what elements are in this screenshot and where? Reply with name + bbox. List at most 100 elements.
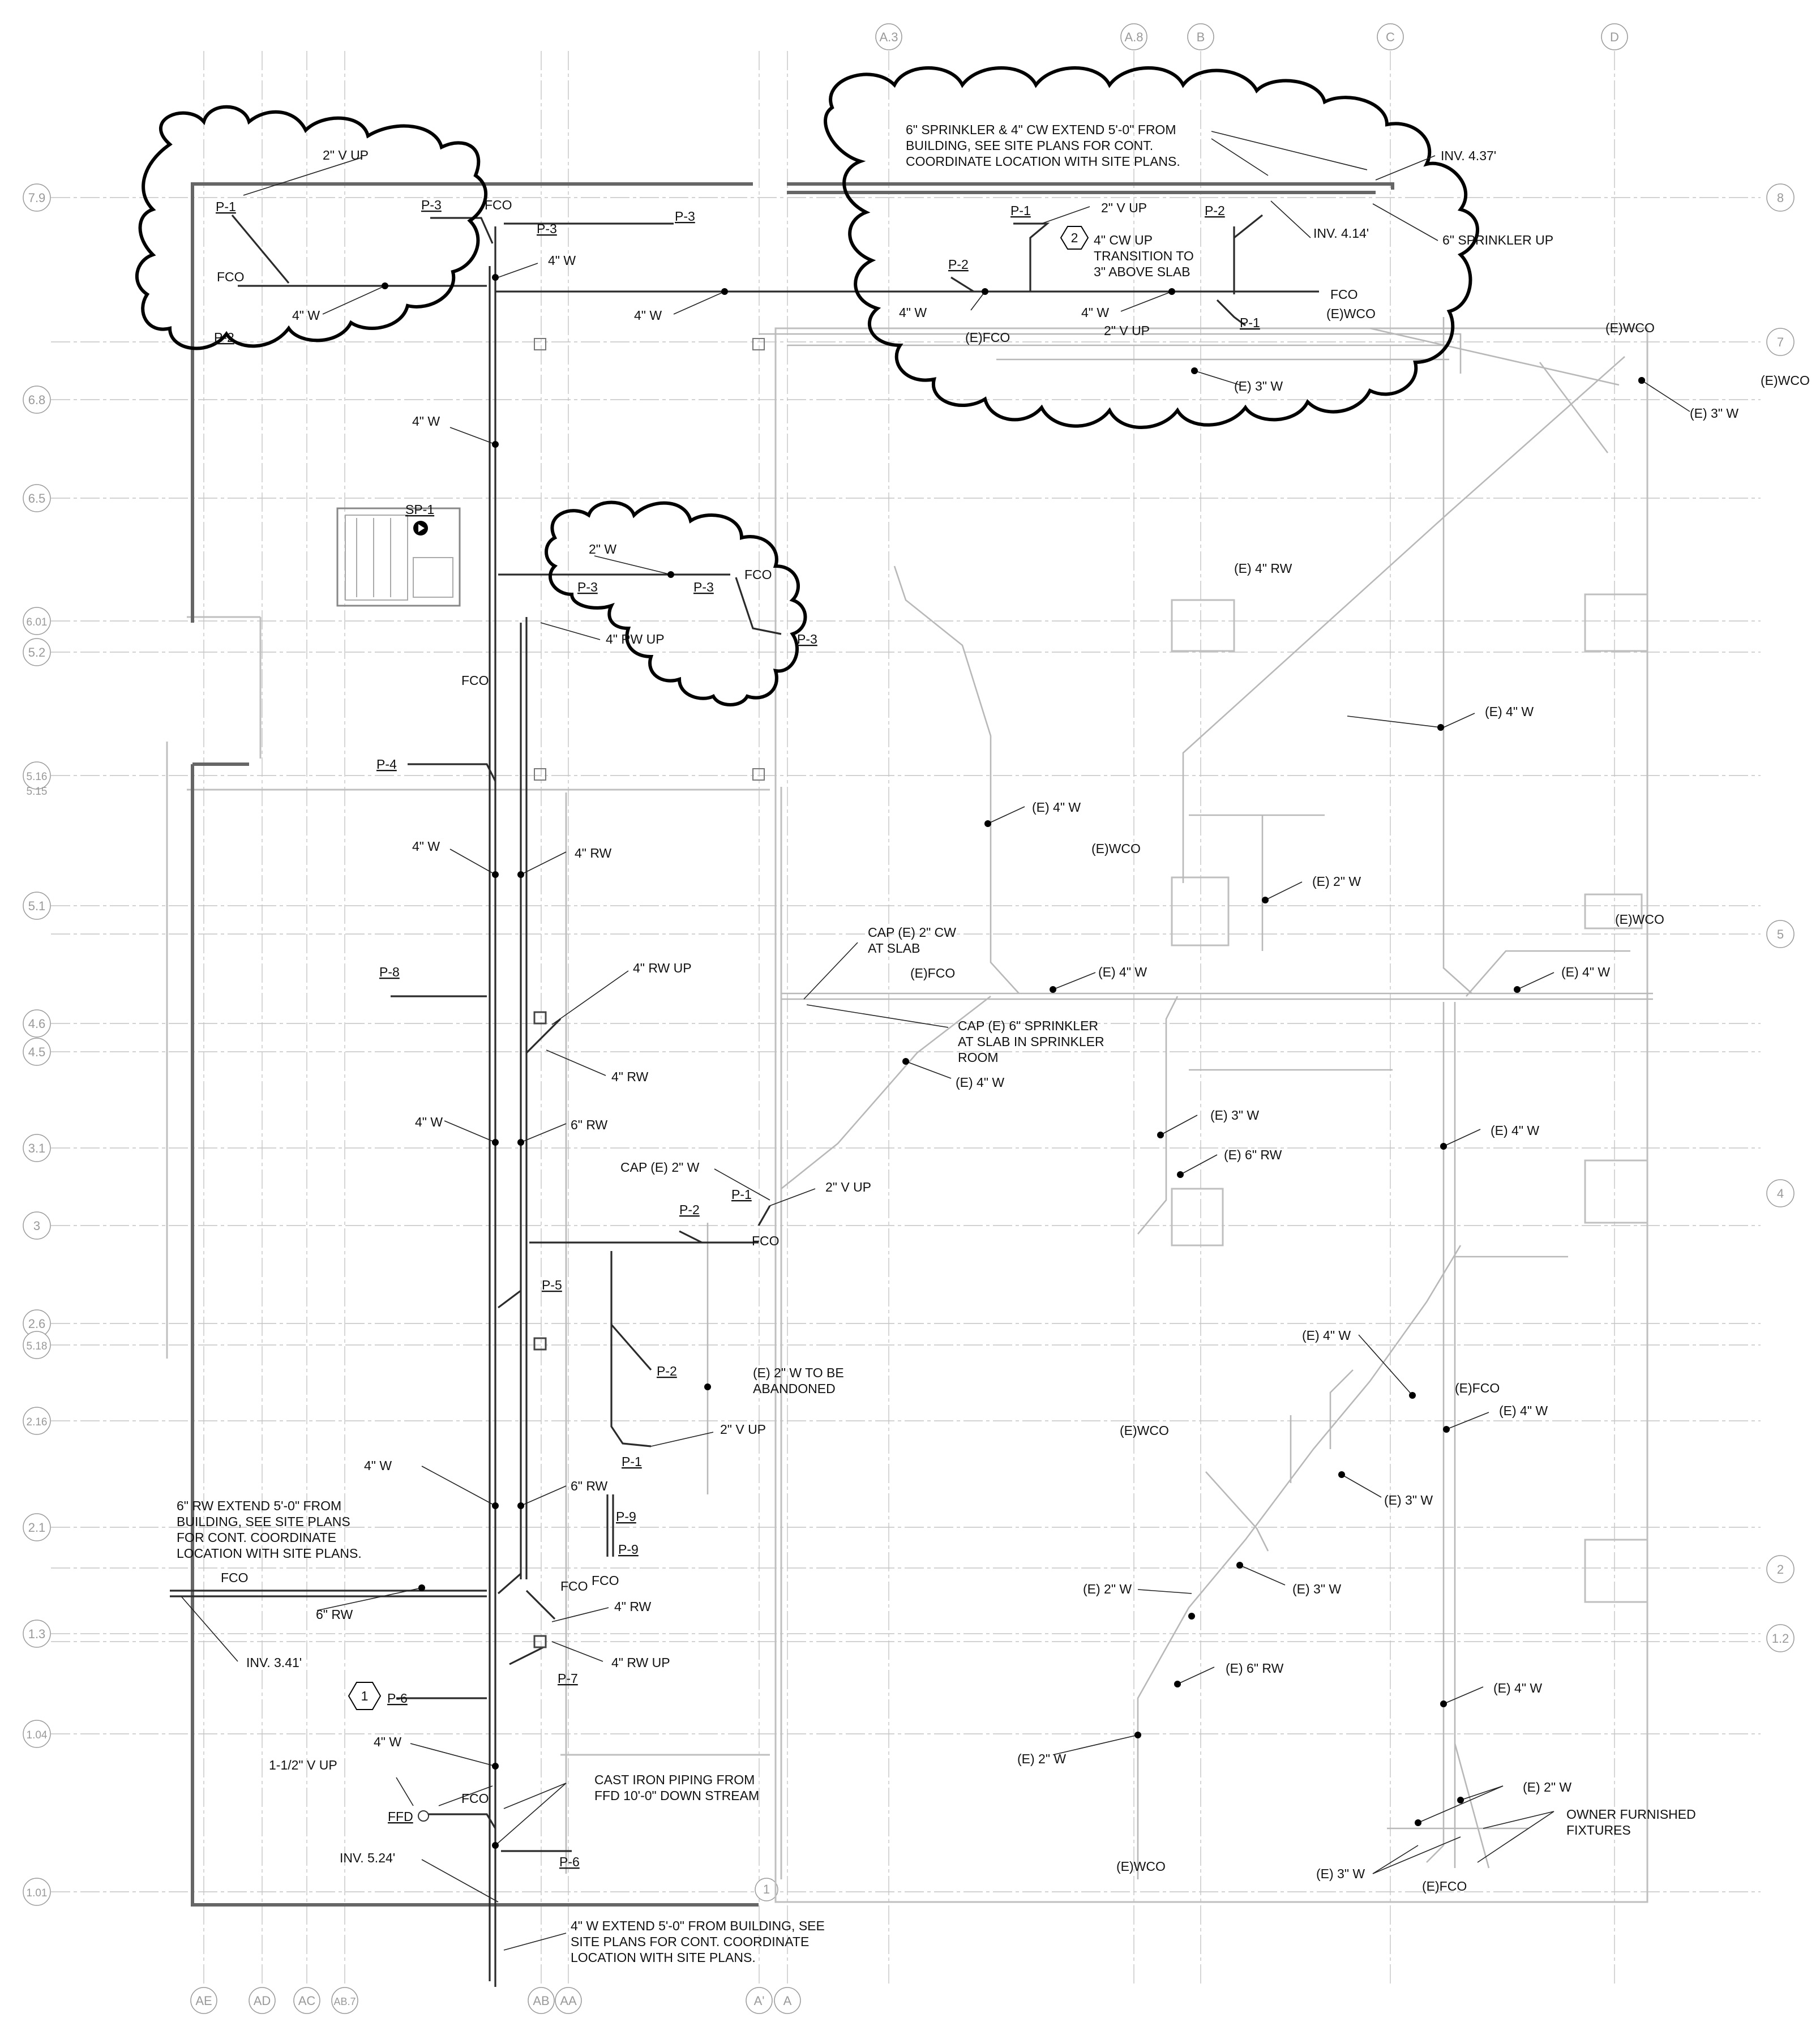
label-w4-top-left: 4" W: [292, 308, 320, 323]
label-p6-a: P-6: [387, 1691, 408, 1706]
note-w-line3: LOCATION WITH SITE PLANS.: [571, 1950, 756, 1965]
label-vup-tr2: 2" V UP: [1104, 323, 1150, 338]
grid-bubbles-top: A.3 A.8 B C D: [875, 23, 1628, 50]
label-p4: P-4: [376, 757, 397, 772]
labels: 2" V UP P-1 FCO 4" W P-2 P-3 FCO P-3 P-3…: [177, 122, 1810, 1965]
label-ew4-g: (E) 4" W: [1302, 1328, 1351, 1343]
grid-label-a-prime: A': [754, 1994, 765, 2008]
label-ewco-right1: (E)WCO: [1605, 320, 1655, 335]
label-cwup-3: 3" ABOVE SLAB: [1094, 264, 1191, 279]
grid-label-aa: AA: [560, 1994, 577, 2008]
row-label-6-8: 6.8: [28, 393, 46, 407]
note-rw-line3: FOR CONT. COORDINATE: [177, 1530, 336, 1545]
label-rw4-low: 4" RW: [614, 1599, 652, 1614]
label-p2-mid: P-2: [679, 1202, 700, 1217]
label-p1-tr2: P-1: [1240, 315, 1260, 330]
row-label-1-2: 1.2: [1772, 1631, 1789, 1646]
label-cwup-2: TRANSITION TO: [1094, 249, 1194, 263]
label-rw6-mid: 6" RW: [571, 1117, 608, 1132]
new-piping: [170, 214, 1319, 1987]
label-ew3-e: (E) 3" W: [1316, 1866, 1365, 1881]
existing-piping: [706, 317, 1653, 1879]
label-p5: P-5: [542, 1278, 562, 1292]
label-vup-mid2: 2" V UP: [720, 1422, 766, 1437]
row-label-8: 8: [1777, 191, 1784, 205]
grid-label-ac: AC: [298, 1994, 316, 2008]
label-rwup-sp: 4" RW UP: [606, 632, 665, 646]
note-rw-line2: BUILDING, SEE SITE PLANS: [177, 1514, 350, 1529]
row-label-3-1: 3.1: [28, 1141, 46, 1155]
label-erw6-b: (E) 6" RW: [1226, 1661, 1284, 1676]
row-label-2: 2: [1777, 1562, 1784, 1577]
existing-building: [166, 327, 1648, 1903]
row-label-1-3: 1.3: [28, 1627, 46, 1641]
label-p9-a: P-9: [616, 1509, 636, 1524]
label-p2-tr: P-2: [1205, 203, 1225, 218]
label-w4-a: 4" W: [548, 253, 576, 268]
label-sp1: SP-1: [405, 502, 434, 517]
label-ew2-b: (E) 2" W: [1083, 1582, 1132, 1596]
label-ffd: FFD: [388, 1809, 413, 1824]
row-label-3: 3: [33, 1219, 40, 1233]
row-label-6-01: 6.01: [27, 616, 48, 628]
ffd-drain-icon: [418, 1810, 429, 1822]
label-fco-top-left: FCO: [217, 269, 245, 284]
row-label-5-1: 5.1: [28, 899, 46, 913]
leaders: [181, 131, 1690, 1951]
label-inv-524: INV. 5.24': [340, 1850, 395, 1865]
grid-bubbles-bottom: AE AD AC AB.7 AB AA A' A: [190, 1987, 801, 2014]
label-ewco-low: (E)WCO: [1120, 1423, 1169, 1438]
grid-label-a: A: [783, 1994, 792, 2008]
row-label-4: 4: [1777, 1186, 1784, 1201]
label-fco-rw: FCO: [221, 1570, 249, 1585]
keynote-1: 1: [348, 1682, 382, 1710]
note-top-line2: BUILDING, SEE SITE PLANS FOR CONT.: [906, 138, 1153, 153]
label-w4-low: 4" W: [374, 1734, 401, 1749]
label-w4-tr2: 4" W: [1081, 305, 1109, 320]
label-p2-mid2: P-2: [657, 1364, 677, 1378]
note-top-line1: 6" SPRINKLER & 4" CW EXTEND 5'-0" FROM: [906, 122, 1176, 137]
label-efco-bottom: (E)FCO: [1422, 1879, 1467, 1894]
label-vup-15: 1-1/2" V UP: [269, 1758, 337, 1772]
row-label-5: 5: [1777, 927, 1784, 941]
label-ew4-d: (E) 4" W: [1561, 965, 1610, 979]
label-ew3-b: (E) 3" W: [1210, 1108, 1259, 1123]
label-p1-top-left: P-1: [216, 199, 236, 214]
label-vup-top-left: 2" V UP: [323, 148, 369, 162]
label-fco-tr: FCO: [1330, 287, 1358, 302]
label-fco-rw3: FCO: [592, 1573, 619, 1588]
label-erw6-a: (E) 6" RW: [1224, 1147, 1282, 1162]
label-rw4-mid2: 4" RW: [611, 1069, 649, 1084]
grid-label-ad: AD: [254, 1994, 271, 2008]
note-rw-line1: 6" RW EXTEND 5'-0" FROM: [177, 1498, 341, 1513]
grid-bubbles-right: 8 7 5 4 2 1.2 1: [755, 183, 1795, 1901]
note-rw-line4: LOCATION WITH SITE PLANS.: [177, 1546, 362, 1561]
grid-label-ae: AE: [195, 1994, 212, 2008]
label-ewco-bottom: (E)WCO: [1116, 1859, 1166, 1874]
note-w-line1: 4" W EXTEND 5'-0" FROM BUILDING, SEE: [571, 1918, 825, 1933]
label-rw6-mid2: 6" RW: [571, 1479, 608, 1493]
note-cap-spr-2: AT SLAB IN SPRINKLER: [958, 1034, 1104, 1049]
label-p3-sp1: P-3: [577, 580, 598, 594]
note-top-line3: COORDINATE LOCATION WITH SITE PLANS.: [906, 154, 1180, 169]
label-inv-414: INV. 4.14': [1313, 226, 1369, 241]
grid-label-a8: A.8: [1124, 30, 1143, 44]
label-fco-rw2: FCO: [560, 1579, 588, 1593]
label-ew4-b: (E) 4" W: [1032, 800, 1081, 815]
label-rw6-low: 6" RW: [316, 1607, 353, 1622]
label-vup-tr: 2" V UP: [1101, 200, 1147, 215]
label-p2-tr2: P-2: [948, 257, 969, 272]
row-label-6-5: 6.5: [28, 491, 46, 505]
sp1-fixture: [336, 338, 765, 1822]
label-p3-sp2: P-3: [693, 580, 714, 594]
note-cap-spr-3: ROOM: [958, 1050, 999, 1065]
note-cap-cw-1: CAP (E) 2" CW: [868, 925, 956, 940]
row-label-4-6: 4.6: [28, 1017, 46, 1031]
label-ew2-d: (E) 2" W: [1523, 1780, 1571, 1794]
row-label-2-16: 2.16: [27, 1416, 48, 1428]
label-ew3-top: (E) 3" W: [1234, 379, 1283, 393]
row-label-2-1: 2.1: [28, 1520, 46, 1535]
label-inv-341: INV. 3.41': [246, 1655, 302, 1670]
row-label-4-5: 4.5: [28, 1045, 46, 1059]
label-fco-low: FCO: [461, 1791, 489, 1806]
